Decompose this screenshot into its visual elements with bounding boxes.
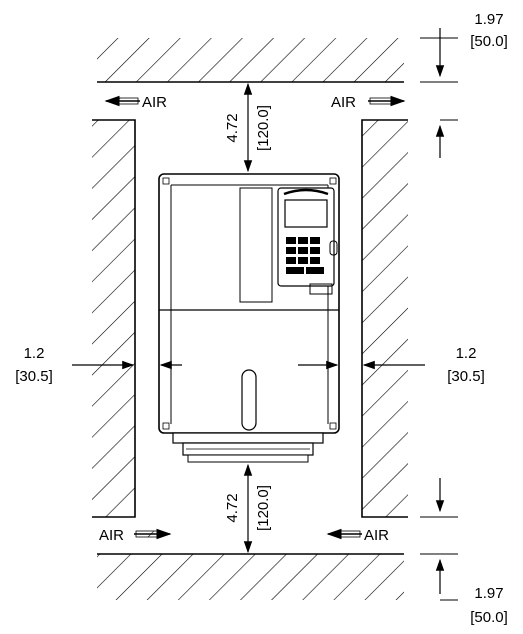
top-clearance-dimension: 4.72 [120.0] <box>224 82 272 173</box>
air-label-top-right: AIR <box>331 94 356 111</box>
bottom-wall-thickness-dimension: 1.97 [50.0] <box>420 478 508 626</box>
drive-unit <box>158 173 340 463</box>
airflow-bottom-left: AIR <box>99 527 172 544</box>
left-clearance-dimension: 1.2 [30.5] <box>15 345 182 385</box>
airflow-top-right: AIR <box>331 94 406 111</box>
bottom-wall-thickness-inches: 1.97 <box>474 585 503 602</box>
keypad-panel <box>277 187 338 295</box>
top-clearance-mm: [120.0] <box>255 105 272 151</box>
air-label-bottom-left: AIR <box>99 527 124 544</box>
airflow-top-left: AIR <box>104 94 167 111</box>
bottom-wall-thickness-mm: [50.0] <box>470 609 508 626</box>
right-clearance-mm: [30.5] <box>447 368 485 385</box>
bottom-clearance-mm: [120.0] <box>255 485 272 531</box>
right-clearance-inches: 1.2 <box>456 345 477 362</box>
top-wall-thickness-inches: 1.97 <box>474 11 503 28</box>
air-label-bottom-right: AIR <box>364 527 389 544</box>
top-wall-thickness-dimension: 1.97 [50.0] <box>420 11 508 158</box>
left-side-wall <box>92 119 136 518</box>
bottom-clearance-dimension: 4.72 [120.0] <box>224 463 272 554</box>
fan-base <box>172 432 324 463</box>
left-clearance-inches: 1.2 <box>24 345 45 362</box>
top-clearance-inches: 4.72 <box>224 113 241 142</box>
left-clearance-mm: [30.5] <box>15 368 53 385</box>
top-wall <box>97 38 404 83</box>
top-wall-thickness-mm: [50.0] <box>470 33 508 50</box>
airflow-bottom-right: AIR <box>326 527 389 544</box>
air-label-top-left: AIR <box>142 94 167 111</box>
bottom-wall <box>97 553 404 600</box>
right-clearance-dimension: 1.2 [30.5] <box>298 345 485 385</box>
right-side-wall <box>361 119 408 518</box>
bottom-clearance-inches: 4.72 <box>224 493 241 522</box>
